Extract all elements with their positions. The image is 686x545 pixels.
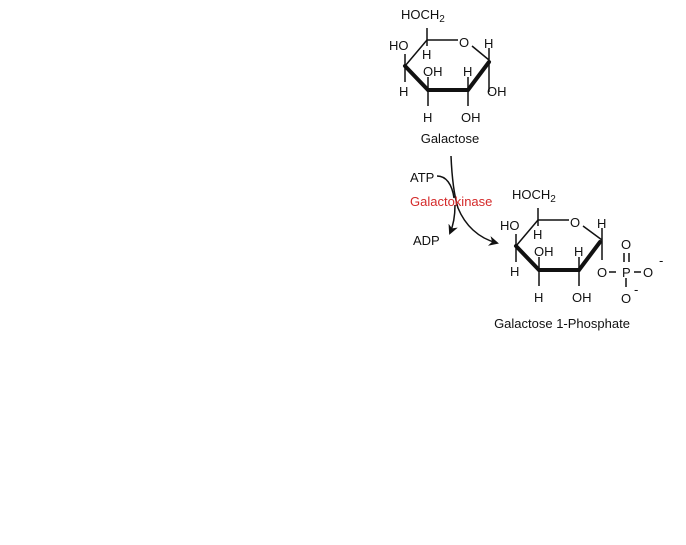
reaction-arrows: ATP Galactokinase ADP: [410, 155, 499, 248]
substituent-bonds: [515, 208, 580, 286]
ring-oxygen: O: [459, 35, 469, 50]
ring-front-bonds: [514, 240, 602, 272]
c2-h: H: [574, 244, 583, 259]
ch2oh-label: HOCH2: [512, 187, 556, 205]
c4-ho: HO: [389, 38, 409, 53]
phosphorus: P: [622, 265, 631, 280]
phosphate-o-top: O: [621, 237, 631, 252]
product-label: Galactose 1-Phosphate: [494, 316, 630, 331]
reactant-label: Galactose: [421, 131, 480, 146]
phosphate-bonds: [609, 253, 641, 287]
c2-oh: OH: [572, 290, 592, 305]
c1-h: H: [597, 216, 606, 231]
main-arrow: [450, 155, 499, 246]
ring-front-bonds: [403, 60, 491, 92]
c1-h: H: [484, 36, 493, 51]
charge-right: -: [659, 253, 663, 268]
c3-h: H: [534, 290, 543, 305]
c1-oh: OH: [487, 84, 507, 99]
phosphate-o-right: O: [643, 265, 653, 280]
c2-h: H: [463, 64, 472, 79]
bond-c5-c4: [515, 219, 539, 247]
enzyme-label: Galactokinase: [410, 194, 492, 209]
charge-bottom: -: [634, 282, 638, 297]
c4-h: H: [510, 264, 519, 279]
c4-ho: HO: [500, 218, 520, 233]
c5-h: H: [422, 47, 431, 62]
c4-h: H: [399, 84, 408, 99]
adp-label: ADP: [413, 233, 440, 248]
ch2oh-label: HOCH2: [401, 7, 445, 25]
bond-o-c1: [582, 225, 603, 260]
phosphate-group: O P O - O O -: [597, 237, 663, 306]
c2-oh: OH: [461, 110, 481, 125]
c5-h: H: [533, 227, 542, 242]
bond-o-c1: [471, 45, 490, 92]
galactose-structure: HOCH2 O H HO H OH H H OH H OH Galactose: [389, 7, 507, 146]
c3-oh: OH: [423, 64, 443, 79]
atp-label: ATP: [410, 170, 434, 185]
phosphate-o-bottom: O: [621, 291, 631, 306]
bond-c5-c4: [404, 39, 428, 67]
atp-in-curve: [436, 175, 455, 199]
c3-h: H: [423, 110, 432, 125]
ring-oxygen: O: [570, 215, 580, 230]
adp-out-arrow: [448, 204, 458, 235]
c3-oh: OH: [534, 244, 554, 259]
phosphate-o-link: O: [597, 265, 607, 280]
galactose-1-phosphate-structure: HOCH2 O H HO H OH H H OH H O P O - O O -…: [494, 187, 663, 331]
substituent-bonds: [404, 28, 469, 106]
